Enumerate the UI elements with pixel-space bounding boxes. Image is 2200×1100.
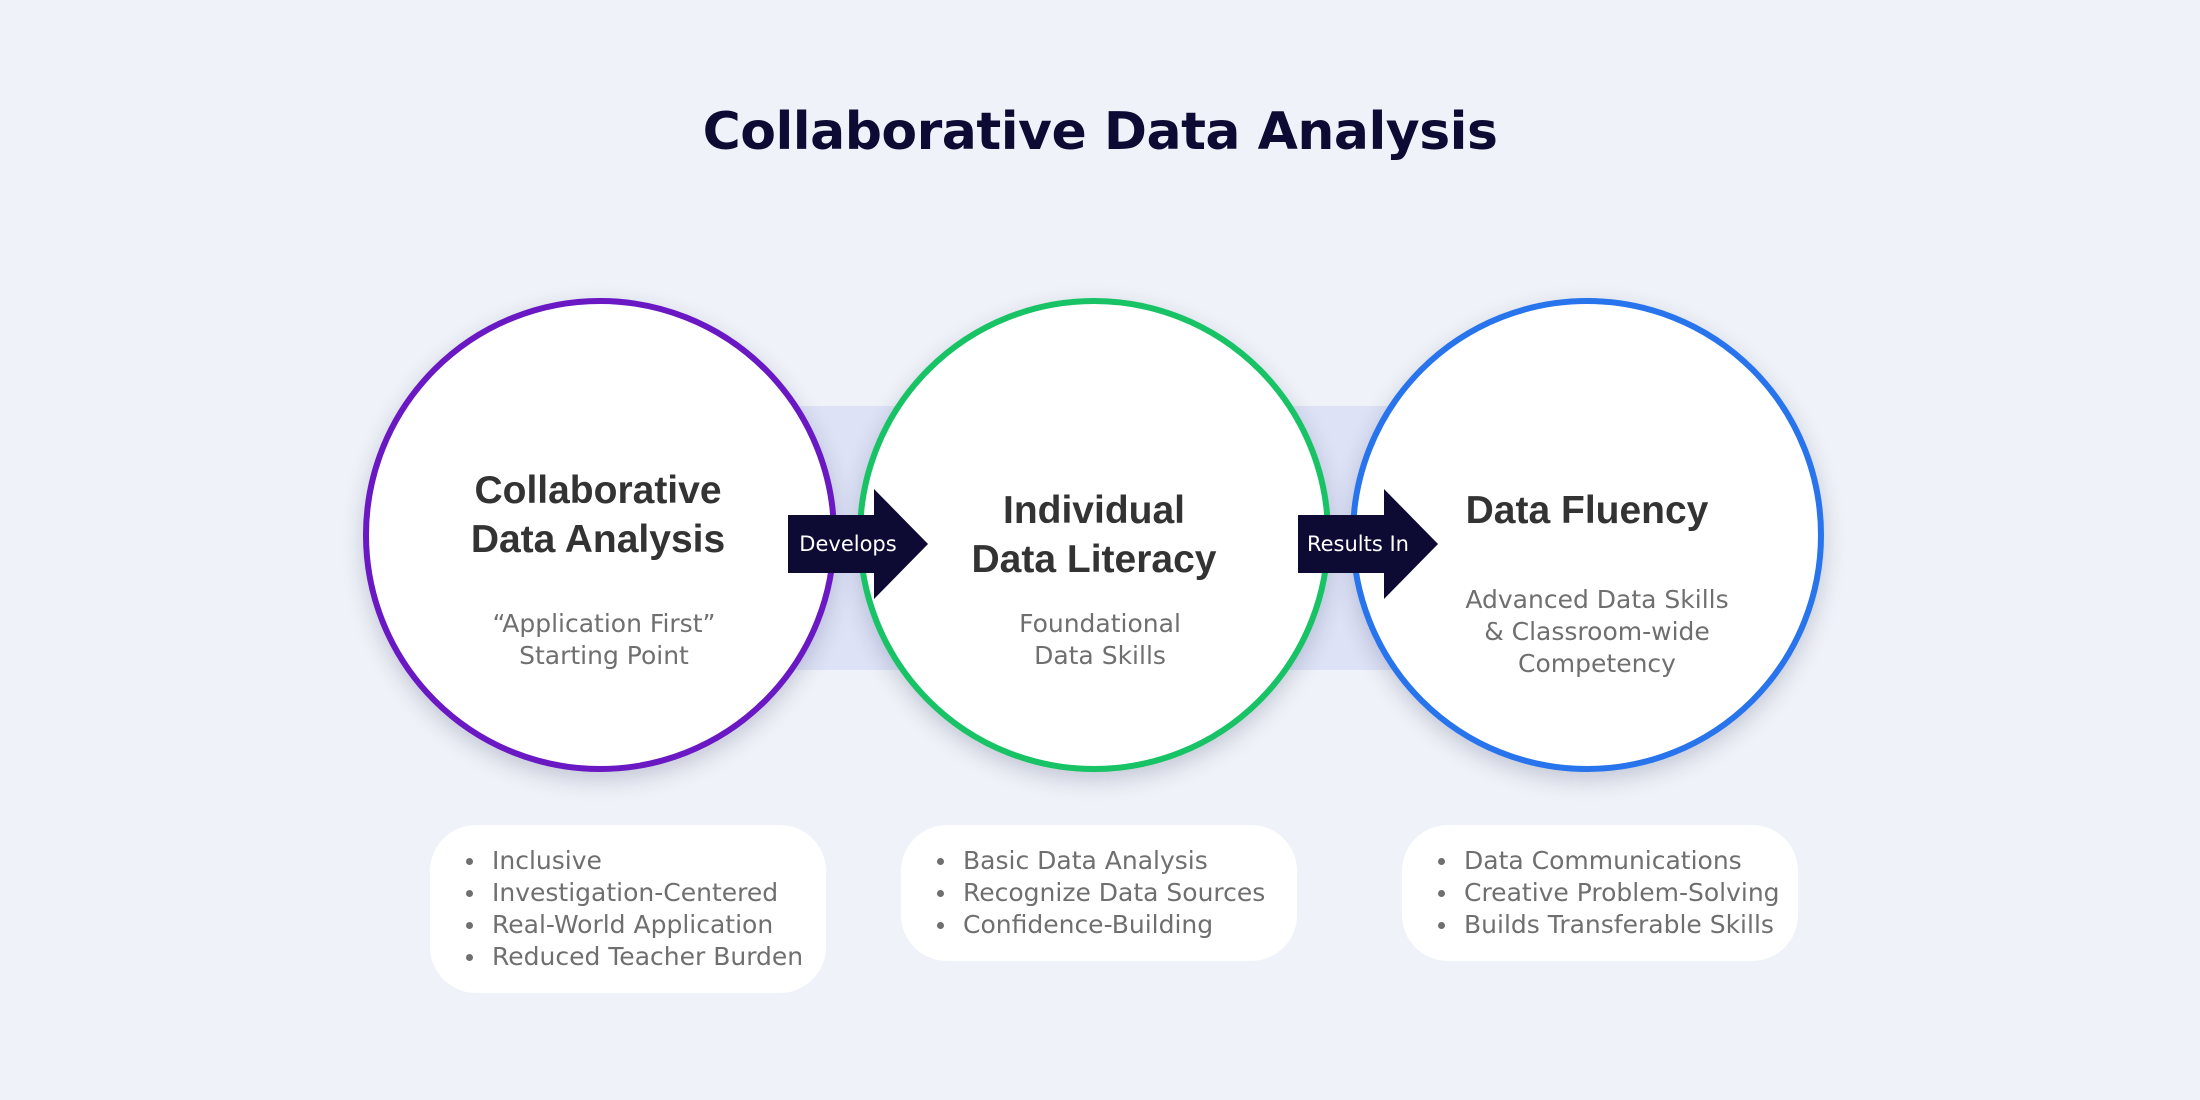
arrow-results-in: Results In [1298,489,1442,599]
list-item: Reduced Teacher Burden [458,941,826,973]
bullet-list: Data Communications Creative Problem-Sol… [1430,845,1798,941]
bullet-list: Inclusive Investigation-Centered Real-Wo… [458,845,826,973]
stage-circle-collaborative-data-analysis: Collaborative Data Analysis “Application… [363,298,837,772]
stage-title: Data Fluency [1465,489,1709,532]
bullet-list: Basic Data Analysis Recognize Data Sourc… [929,845,1297,941]
list-item: Investigation-Centered [458,877,826,909]
arrow-label: Results In [1306,532,1409,556]
arrow-right-icon [788,489,928,599]
stage-subtitle: “Application First” Starting Point [492,609,716,670]
list-item: Real-World Application [458,909,826,941]
benefits-panel-collaborative: Inclusive Investigation-Centered Real-Wo… [430,825,826,993]
list-item: Data Communications [1430,845,1798,877]
stage-title: Collaborative Data Analysis [470,469,726,561]
list-item: Creative Problem-Solving [1430,877,1798,909]
arrow-right-icon [1298,489,1438,599]
list-item: Inclusive [458,845,826,877]
list-item: Basic Data Analysis [929,845,1297,877]
stage-subtitle: Advanced Data Skills & Classroom-wide Co… [1465,585,1729,678]
list-item: Builds Transferable Skills [1430,909,1798,941]
arrow-develops: Develops [788,489,932,599]
stage-subtitle: Foundational Data Skills [1019,609,1181,670]
page-title: Collaborative Data Analysis [702,102,1498,162]
stage-title: Individual Data Literacy [971,489,1217,581]
arrow-label: Develops [799,532,897,556]
list-item: Recognize Data Sources [929,877,1297,909]
benefits-panel-fluency: Data Communications Creative Problem-Sol… [1402,825,1798,961]
list-item: Confidence-Building [929,909,1297,941]
benefits-panel-literacy: Basic Data Analysis Recognize Data Sourc… [901,825,1297,961]
